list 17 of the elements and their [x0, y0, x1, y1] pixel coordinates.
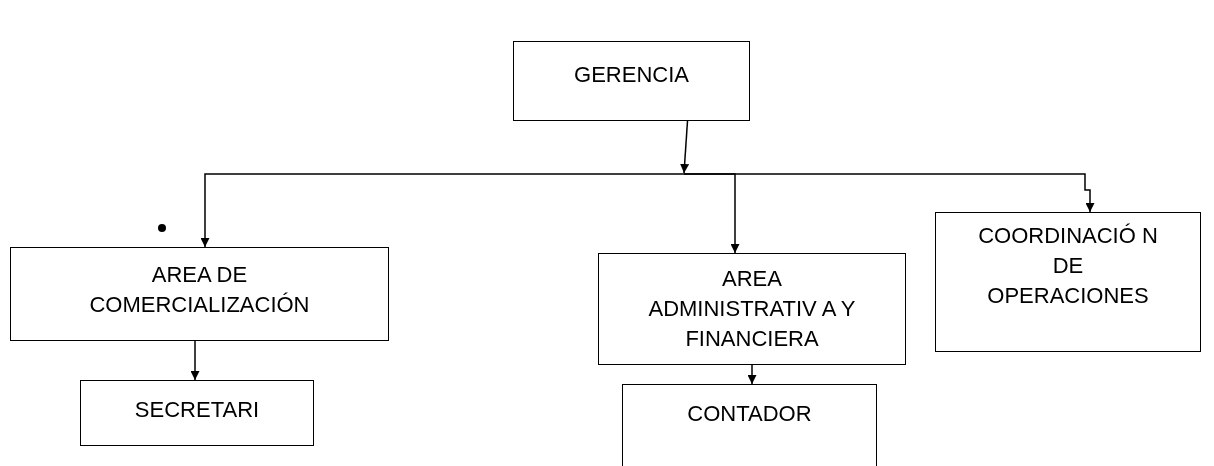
org-box: [10, 247, 389, 341]
org-box: [513, 41, 750, 121]
box-label: GERENCIA: [573, 61, 690, 89]
org-box: [80, 380, 314, 446]
connector-arrow: [683, 173, 1095, 213]
box-label: SECRETARI: [133, 396, 261, 424]
org-box: [598, 253, 906, 365]
connector-arrow: [747, 364, 757, 385]
connector-arrow: [190, 340, 200, 381]
box-label: AREA DE COMERCIALIZACIÓN: [88, 261, 311, 319]
connector-arrow: [680, 120, 690, 174]
org-box: [935, 212, 1201, 352]
box-label: COORDINACIÓ N DE OPERACIONES: [977, 222, 1159, 310]
box-label: AREA ADMINISTRATIV A Y FINANCIERA: [647, 265, 857, 353]
org-box: [622, 384, 877, 466]
box-label: CONTADOR: [686, 400, 813, 428]
connector-arrow: [200, 173, 685, 248]
